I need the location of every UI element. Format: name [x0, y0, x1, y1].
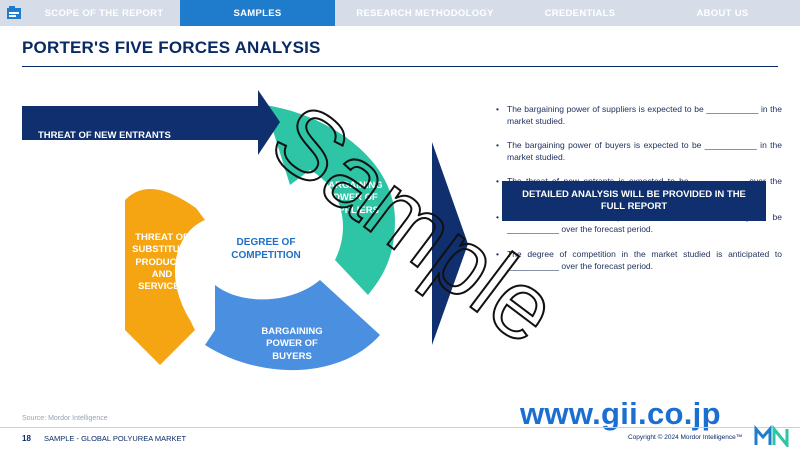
mordor-logo-icon: [754, 425, 789, 447]
five-forces-diagram: THREAT OF NEW ENTRANTS BARGAINING POWER …: [0, 80, 480, 385]
tab-research-methodology[interactable]: RESEARCH METHODOLOGY: [356, 7, 494, 19]
center-circle: [207, 197, 303, 293]
tab-credentials[interactable]: CREDENTIALS: [544, 7, 616, 19]
list-item: The degree of competition in the market …: [496, 248, 782, 272]
report-name: SAMPLE - GLOBAL POLYUREA MARKET: [44, 434, 187, 443]
copyright-notice: Copyright © 2024 Mordor Intelligence™: [628, 434, 743, 441]
report-icon: [7, 6, 21, 19]
tab-samples[interactable]: SAMPLES: [180, 0, 335, 26]
list-item: The bargaining power of suppliers is exp…: [496, 103, 782, 127]
buyers-arc: [205, 280, 380, 371]
degree-of-competition-label: DEGREE OF COMPETITION: [231, 237, 301, 261]
title-divider: [22, 66, 778, 67]
home-logo[interactable]: [0, 0, 28, 26]
tab-scope-of-the-report[interactable]: SCOPE OF THE REPORT: [44, 7, 164, 19]
gii-watermark-url: www.gii.co.jp: [520, 396, 721, 431]
forces-chevron: [432, 142, 468, 345]
threat-substitutes-label: THREAT OF SUBSTITUTE PRODUCTS AND SERVIC…: [132, 232, 192, 293]
detailed-analysis-banner: DETAILED ANALYSIS WILL BE PROVIDED IN TH…: [502, 181, 766, 221]
top-navigation: SCOPE OF THE REPORT SAMPLES RESEARCH MET…: [0, 0, 800, 26]
bargaining-buyers-label: BARGAINING POWER OF BUYERS: [261, 326, 323, 362]
page-number: 18: [22, 434, 31, 443]
footer-divider: [0, 427, 800, 428]
suppliers-arc: [265, 105, 395, 295]
page-title: PORTER'S FIVE FORCES ANALYSIS: [22, 38, 321, 57]
source-note: Source: Mordor Intelligence: [22, 415, 108, 422]
five-forces-graphic: [22, 90, 468, 371]
substitutes-arc: [125, 188, 205, 365]
new-entrants-arrow: [22, 90, 280, 155]
list-item: The bargaining power of buyers is expect…: [496, 139, 782, 163]
tab-about-us[interactable]: ABOUT US: [696, 7, 749, 19]
bargaining-suppliers-label: BARGAINING POWER OF SUPPLIERS: [321, 180, 383, 216]
threat-new-entrants-label: THREAT OF NEW ENTRANTS: [38, 130, 171, 141]
